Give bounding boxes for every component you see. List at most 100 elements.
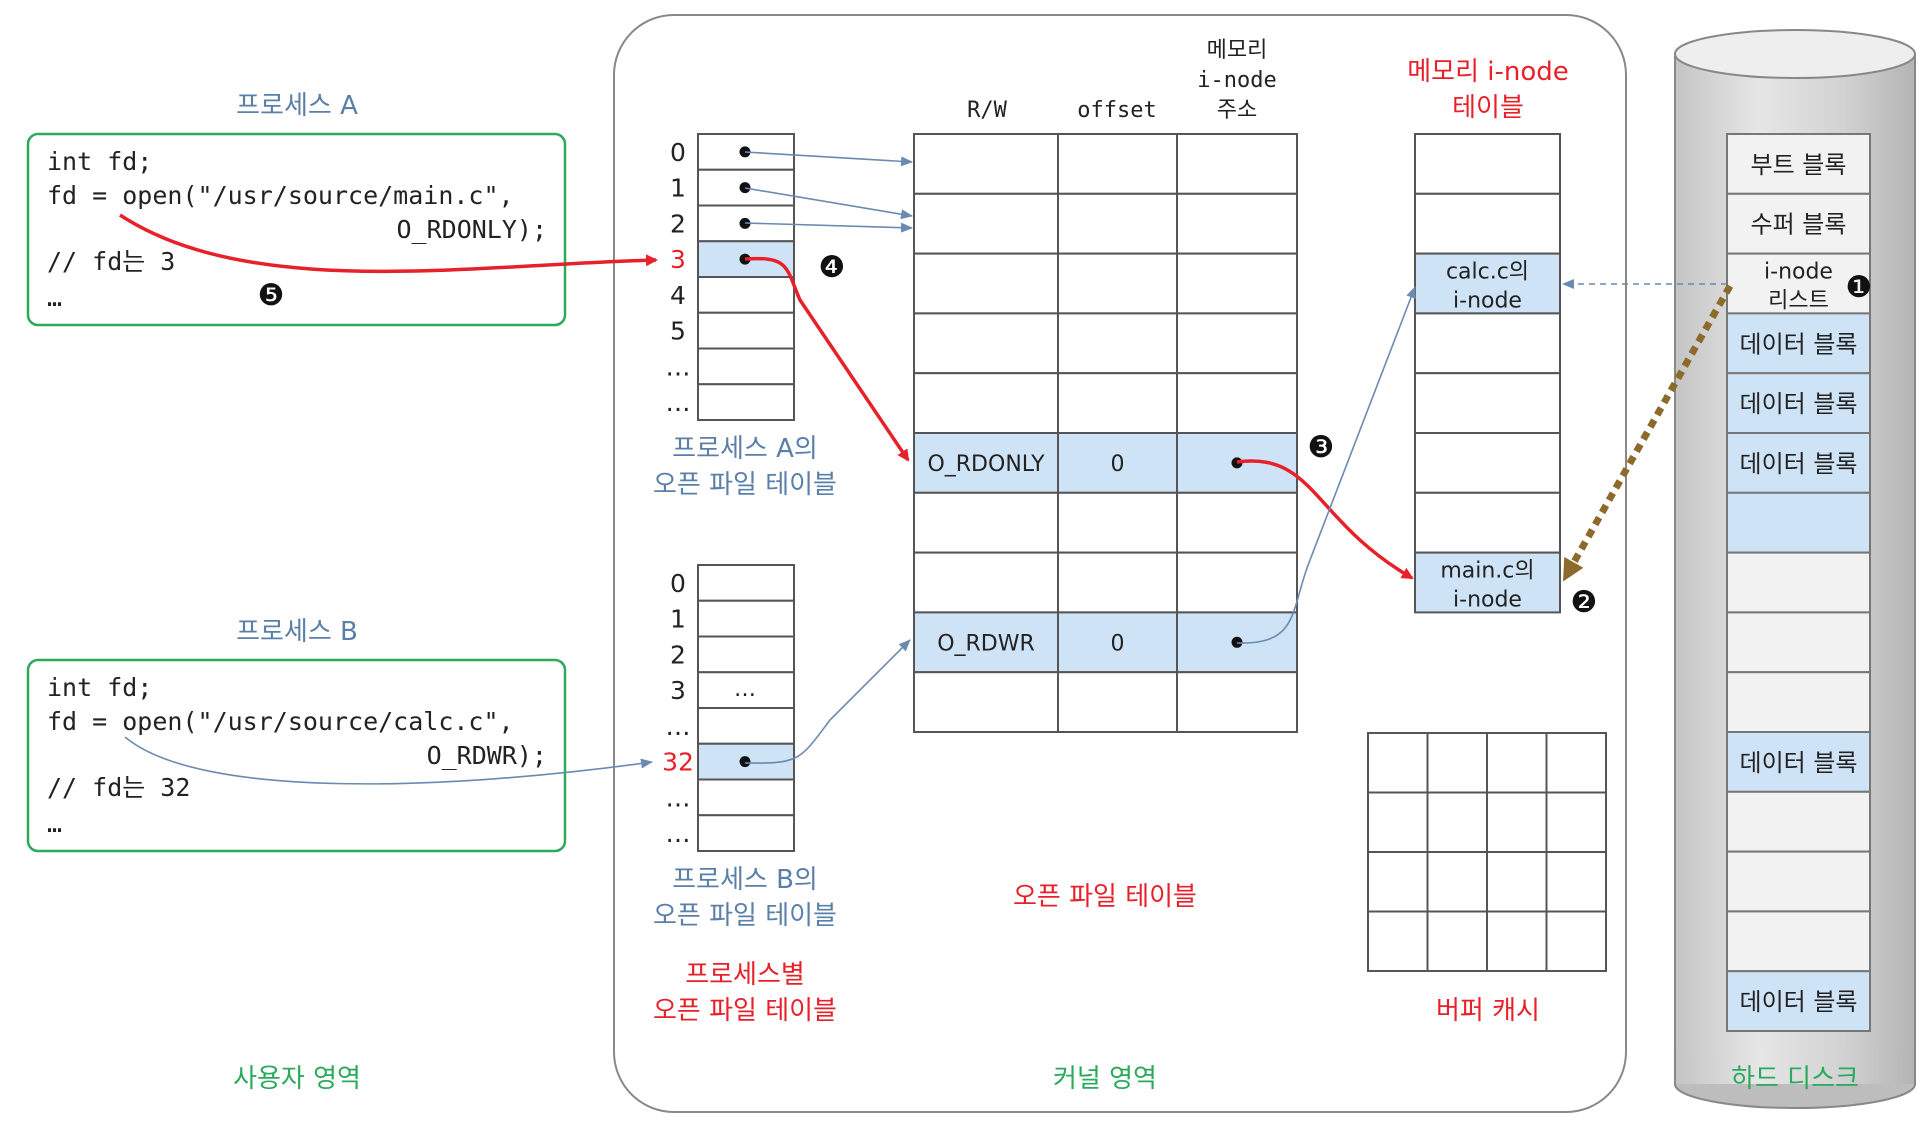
fd-table-a-caption-line-1: 프로세스 A의 bbox=[672, 434, 818, 464]
fd-b-row-3-cell: … bbox=[734, 677, 756, 702]
fd-a-index: 2 bbox=[670, 209, 686, 238]
fd-table-b-caption-line-2: 오픈 파일 테이블 bbox=[653, 901, 837, 931]
fd-a-index: 0 bbox=[670, 138, 686, 167]
buffer-cache-cell bbox=[1426, 791, 1488, 853]
oft-cell bbox=[1057, 192, 1178, 255]
oft-cell bbox=[913, 491, 1059, 554]
oft-cell bbox=[913, 133, 1059, 195]
fd-b-index: 0 bbox=[670, 569, 686, 598]
oft-cell bbox=[913, 372, 1059, 435]
step-4-badge: ❹ bbox=[819, 250, 846, 285]
process-a-title: 프로세스 A bbox=[236, 91, 358, 121]
process-b-code-line-4: // fd는 32 bbox=[47, 773, 190, 802]
arrow-oft-to-calc-inode bbox=[1236, 286, 1416, 644]
oft-header-inode-line-1: 메모리 bbox=[1207, 38, 1268, 63]
oft-cell bbox=[1176, 133, 1298, 195]
arrow-fd3-to-oft bbox=[744, 256, 910, 462]
oft-header-inode-line-2: i-node bbox=[1197, 68, 1276, 93]
fd-b-index: 1 bbox=[670, 605, 686, 634]
oft-row-a-mode: O_RDONLY bbox=[927, 452, 1045, 477]
oft-header-offset: offset bbox=[1077, 98, 1156, 123]
buffer-cache-cell bbox=[1486, 732, 1548, 794]
disk-data-block-label: 데이터 블록 bbox=[1739, 988, 1857, 1016]
inode-main-label-2: i-node bbox=[1453, 588, 1522, 613]
kernel-region-caption: 커널 영역 bbox=[1053, 1064, 1157, 1094]
oft-cell bbox=[1176, 192, 1298, 255]
process-b-code-line-5: … bbox=[47, 809, 62, 838]
fd-b-row-4 bbox=[697, 707, 795, 745]
inode-row-4 bbox=[1414, 372, 1561, 435]
oft-cell bbox=[1057, 491, 1178, 554]
buffer-cache-cell bbox=[1426, 732, 1488, 794]
oft-cell bbox=[913, 671, 1059, 734]
connector-layer bbox=[119, 151, 1734, 785]
fd-a-row-5 bbox=[697, 311, 795, 350]
oft-cell bbox=[1057, 611, 1178, 674]
process-a-code-line-3: O_RDONLY); bbox=[396, 215, 547, 244]
disk-block-5 bbox=[1726, 432, 1871, 494]
arrow-oft-to-main-inode bbox=[1236, 459, 1414, 580]
oft-cell bbox=[1176, 252, 1298, 315]
disk-data-block-label: 데이터 블록 bbox=[1739, 450, 1857, 478]
buffer-cache-cell bbox=[1486, 851, 1548, 913]
process-a-code-box bbox=[26, 132, 567, 327]
oft-cell bbox=[1057, 252, 1178, 315]
oft-cell bbox=[1057, 133, 1178, 195]
kernel-region-box bbox=[613, 14, 1627, 1113]
oft-cell bbox=[1176, 372, 1298, 435]
fd-b-index: … bbox=[666, 712, 691, 741]
fd-a-index: … bbox=[666, 388, 691, 417]
inode-row-7 bbox=[1414, 551, 1561, 614]
buffer-cache-cell bbox=[1426, 851, 1488, 913]
oft-cell bbox=[913, 312, 1059, 375]
disk-block-0 bbox=[1726, 133, 1871, 195]
buffer-cache-cell bbox=[1545, 732, 1607, 794]
process-b-code-line-3: O_RDWR); bbox=[427, 741, 547, 770]
buffer-cache-cell bbox=[1486, 910, 1548, 972]
process-a-code-line-2: fd = open("/usr/source/main.c", bbox=[47, 181, 514, 210]
user-region-caption: 사용자 영역 bbox=[233, 1064, 361, 1094]
oft-row-b-inode-pointer bbox=[1231, 636, 1243, 648]
oft-cell bbox=[913, 192, 1059, 255]
fd-b-row-1 bbox=[697, 599, 795, 638]
disk-boot-block-label: 부트 블록 bbox=[1751, 151, 1847, 179]
disk-block-7 bbox=[1726, 551, 1871, 614]
oft-cell bbox=[913, 611, 1059, 674]
disk-block-2 bbox=[1726, 252, 1871, 315]
oft-cell bbox=[1176, 551, 1298, 614]
fd-a-pointer-dot bbox=[739, 253, 751, 265]
inode-row-6 bbox=[1414, 491, 1561, 554]
inode-calc-label-2: i-node bbox=[1453, 289, 1522, 314]
oft-caption: 오픈 파일 테이블 bbox=[1013, 882, 1197, 912]
process-b-code-line-2: fd = open("/usr/source/calc.c", bbox=[47, 707, 514, 736]
inode-row-5 bbox=[1414, 432, 1561, 494]
oft-header-inode-line-3: 주소 bbox=[1217, 98, 1257, 123]
inode-row-3 bbox=[1414, 312, 1561, 375]
disk-data-block-label: 데이터 블록 bbox=[1739, 390, 1857, 418]
buffer-cache-cell bbox=[1426, 910, 1488, 972]
oft-cell bbox=[1057, 551, 1178, 614]
disk-block-4 bbox=[1726, 372, 1871, 435]
disk-inode-list-label-2: 리스트 bbox=[1768, 289, 1829, 314]
inode-calc-label-1: calc.c의 bbox=[1446, 260, 1529, 285]
buffer-cache-cell bbox=[1367, 732, 1429, 794]
per-process-caption-line-1: 프로세스별 bbox=[685, 960, 805, 990]
buffer-cache-cell bbox=[1367, 910, 1429, 972]
inode-row-1 bbox=[1414, 192, 1561, 255]
per-process-caption-line-2: 오픈 파일 테이블 bbox=[653, 996, 837, 1026]
arrow-fd2 bbox=[744, 222, 913, 233]
process-a-code-line-4: // fd는 3 bbox=[47, 247, 175, 276]
disk-block-11 bbox=[1726, 790, 1871, 853]
oft-cell bbox=[913, 252, 1059, 315]
process-b-code-line-1: int fd; bbox=[47, 673, 152, 702]
oft-row-a-offset: 0 bbox=[1111, 452, 1125, 477]
buffer-cache-cell bbox=[1545, 910, 1607, 972]
step-3-badge: ❸ bbox=[1308, 430, 1335, 465]
inode-table-title-line-1: 메모리 i-node bbox=[1407, 57, 1569, 87]
buffer-cache-grid bbox=[1367, 732, 1607, 972]
disk-super-block-label: 수퍼 블록 bbox=[1751, 211, 1847, 239]
disk-caption: 하드 디스크 bbox=[1731, 1064, 1859, 1094]
